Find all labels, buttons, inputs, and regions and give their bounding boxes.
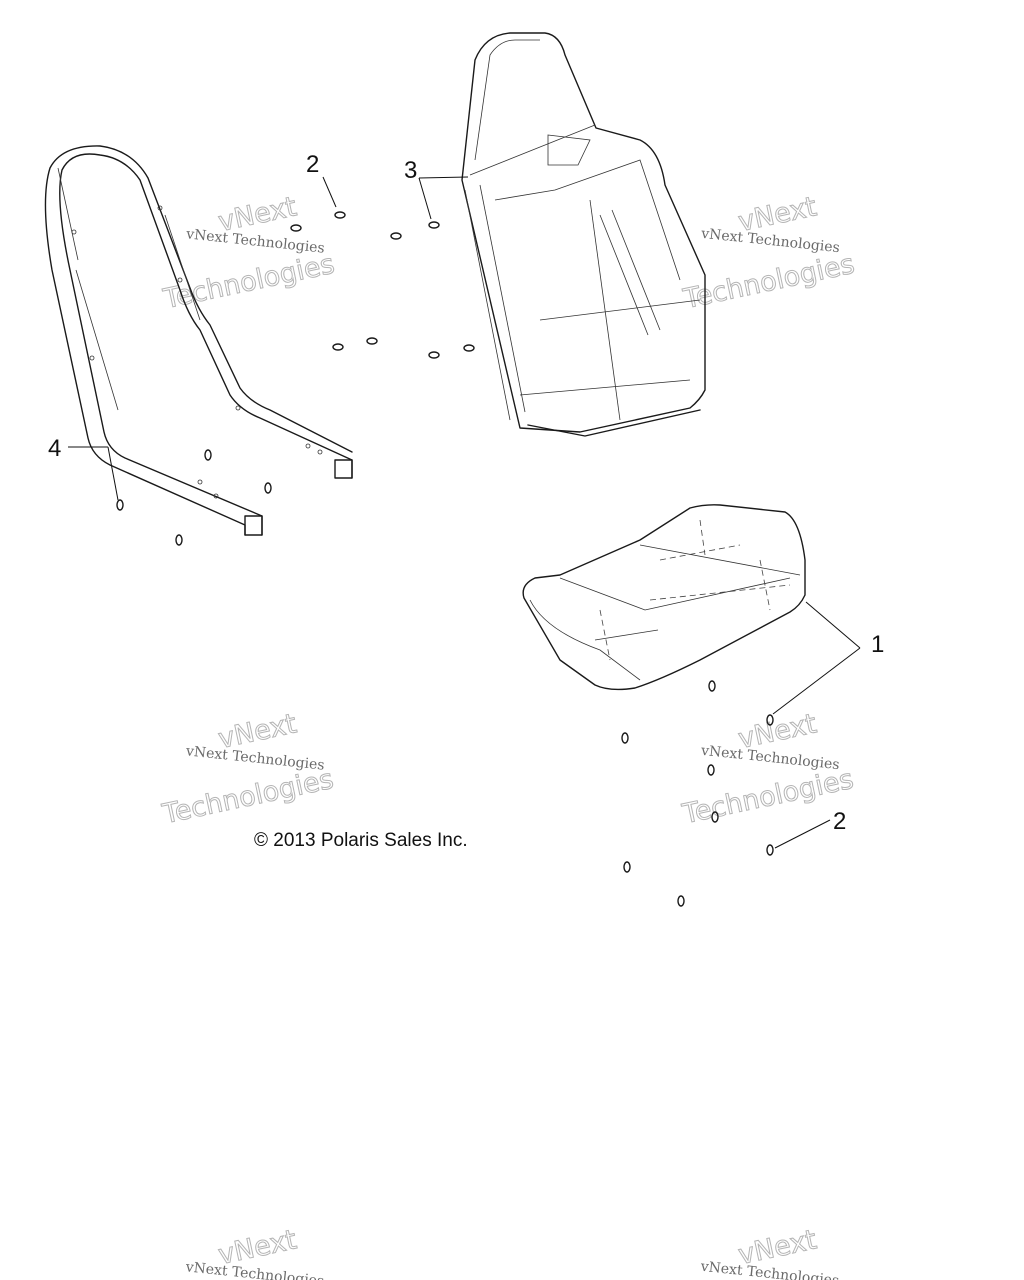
seat-backrest (461, 32, 706, 437)
watermark-bottom-left: vNext vNext Technologies (184, 1224, 325, 1280)
watermark-brand-2: Technologies (159, 764, 336, 831)
frame-fasteners (116, 449, 272, 546)
watermark-top-right: vNext Technologies vNext Technologies (680, 191, 858, 316)
cushion-fasteners (621, 680, 774, 907)
callout-3: 3 (404, 157, 417, 184)
watermark-bottom-right: vNext vNext Technologies (699, 1224, 840, 1280)
copyright-notice: © 2013 Polaris Sales Inc. (254, 830, 468, 851)
callout-2-bottom: 2 (833, 808, 846, 835)
backrest-fasteners (290, 211, 475, 359)
leader-lines (68, 176, 861, 849)
frame-tube-part-4 (44, 145, 353, 536)
watermark-mid-left: vNext Technologies vNext Technologies (159, 708, 337, 831)
watermark-brand-2: Technologies (160, 249, 337, 316)
watermark-mid-right: vNext Technologies vNext Technologies (679, 708, 857, 831)
callout-2-top: 2 (306, 151, 319, 178)
callout-4: 4 (48, 435, 61, 462)
seat-bottom-cushion (522, 504, 806, 691)
callout-1: 1 (871, 631, 884, 658)
watermark-top-left: vNext Technologies vNext Technologies (160, 191, 338, 316)
watermark-brand-2: Technologies (680, 249, 857, 316)
